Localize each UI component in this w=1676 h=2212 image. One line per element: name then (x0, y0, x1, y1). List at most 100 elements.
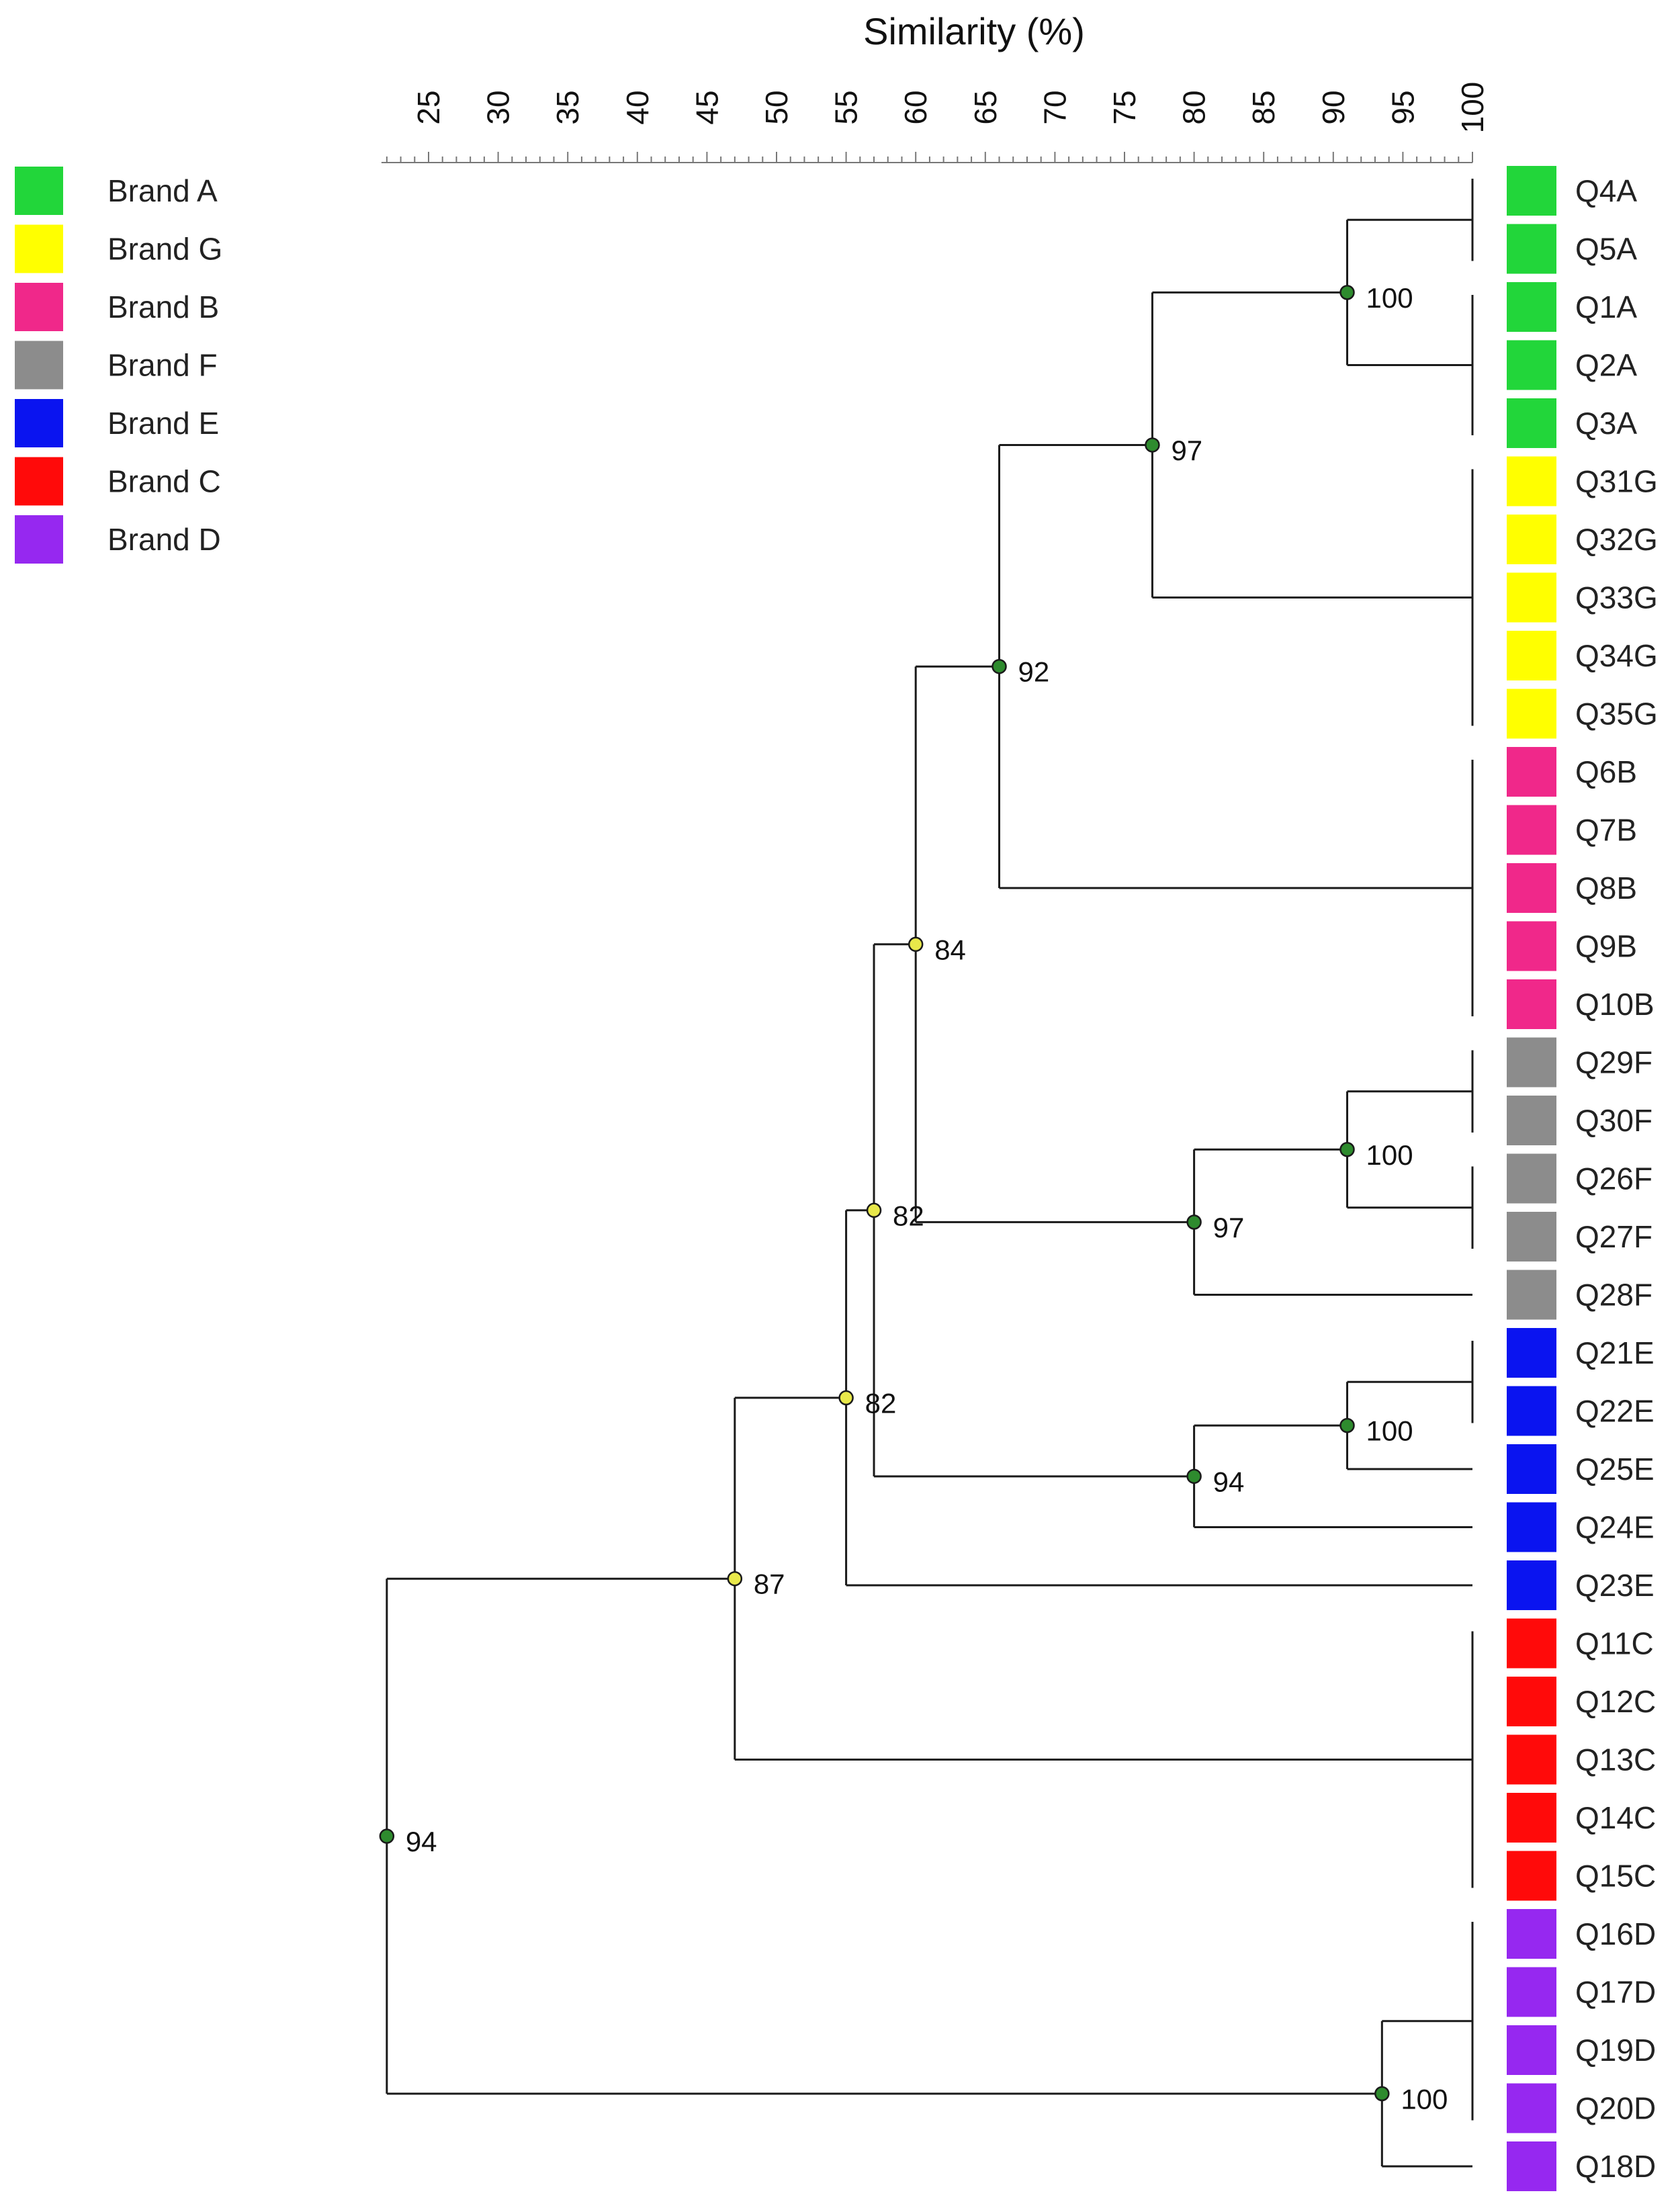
leaf-label: Q22E (1575, 1394, 1655, 1429)
leaf-label: Q12C (1575, 1684, 1656, 1719)
leaf-label: Q17D (1575, 1975, 1656, 2010)
leaf-label: Q1A (1575, 290, 1637, 324)
leaf-label: Q14C (1575, 1800, 1656, 1835)
axis-tick-label: 60 (898, 90, 933, 124)
leaf-label: Q27F (1575, 1219, 1652, 1254)
leaf-label: Q15C (1575, 1859, 1656, 1894)
node-marker (991, 658, 1007, 674)
leaf-label: Q11C (1575, 1626, 1654, 1661)
support-value: 100 (1366, 282, 1413, 314)
leaf-color-box (1507, 2025, 1556, 2075)
leaf-label: Q23E (1575, 1568, 1655, 1603)
axis-tick-label: 90 (1316, 90, 1351, 124)
leaf-color-box (1507, 2141, 1556, 2191)
legend-swatch (15, 167, 63, 215)
node-marker (1186, 1214, 1202, 1230)
leaf-label: Q25E (1575, 1452, 1655, 1487)
axis-tick-label: 85 (1246, 90, 1281, 124)
leaf-color-box (1507, 1153, 1556, 1204)
leaf-label: Q16D (1575, 1916, 1656, 1951)
leaf-color-box (1507, 1851, 1556, 1901)
node-marker (1339, 1417, 1355, 1433)
leaf-color-box (1507, 747, 1556, 797)
leaf-color-box (1507, 1793, 1556, 1843)
leaf-color-box (1507, 340, 1556, 390)
leaf-label: Q7B (1575, 813, 1637, 848)
leaf-label: Q35G (1575, 697, 1658, 732)
leaf-color-box (1507, 921, 1556, 971)
node-marker (908, 936, 924, 953)
leaf-label: Q29F (1575, 1045, 1652, 1080)
support-value: 92 (1018, 656, 1050, 688)
leaf-label: Q34G (1575, 638, 1658, 673)
leaf-color-box (1507, 1270, 1556, 1320)
node-marker (1339, 285, 1355, 300)
leaf-label: Q6B (1575, 754, 1637, 789)
legend-label: Brand C (107, 464, 221, 499)
leaf-color-box (1507, 1502, 1556, 1552)
leaf-label: Q21E (1575, 1335, 1655, 1370)
node-marker (838, 1390, 854, 1406)
leaf-label: Q13C (1575, 1742, 1656, 1777)
leaf-color-box (1507, 456, 1556, 506)
axis-tick-label: 45 (689, 90, 724, 124)
leaf-color-box (1507, 1618, 1556, 1669)
leaf-color-box (1507, 1328, 1556, 1378)
support-value: 100 (1366, 1139, 1413, 1171)
legend-label: Brand A (107, 173, 218, 208)
leaf-label: Q4A (1575, 173, 1637, 208)
node-marker (1145, 437, 1160, 453)
axis-tick-label: 65 (968, 90, 1003, 124)
node-marker (1374, 2086, 1390, 2102)
leaf-color-box (1507, 2083, 1556, 2133)
leaf-label: Q19D (1575, 2033, 1656, 2068)
legend-swatch (15, 515, 63, 564)
axis-tick-label: 25 (411, 90, 446, 124)
leaf-label: Q9B (1575, 929, 1637, 964)
leaf-label: Q32G (1575, 522, 1658, 557)
support-value: 87 (754, 1568, 785, 1600)
leaf-label: Q20D (1575, 2091, 1656, 2126)
node-marker (727, 1570, 743, 1587)
leaf-color-box (1507, 631, 1556, 680)
leaf-color-box (1507, 572, 1556, 623)
legend-label: Brand E (107, 406, 219, 441)
leaf-label: Q33G (1575, 580, 1658, 615)
leaf-label: Q31G (1575, 464, 1658, 499)
leaf-color-box (1507, 1560, 1556, 1610)
leaf-color-box (1507, 398, 1556, 448)
axis-tick-label: 75 (1107, 90, 1142, 124)
leaf-label: Q18D (1575, 2149, 1656, 2184)
leaf-color-box (1507, 1037, 1556, 1088)
legend-label: Brand B (107, 290, 219, 324)
support-value: 100 (1366, 1415, 1413, 1447)
axis-tick-label: 100 (1455, 82, 1490, 134)
support-value: 97 (1213, 1212, 1245, 1243)
node-marker (1186, 1468, 1202, 1485)
leaf-color-box (1507, 1967, 1556, 2017)
leaf-color-box (1507, 689, 1556, 739)
leaf-label: Q8B (1575, 871, 1637, 905)
leaf-label: Q24E (1575, 1510, 1655, 1545)
support-value: 82 (865, 1387, 897, 1419)
leaf-color-box (1507, 166, 1556, 216)
leaf-label: Q5A (1575, 232, 1637, 267)
leaf-color-box (1507, 1386, 1556, 1436)
leaf-color-box (1507, 863, 1556, 913)
legend-label: Brand G (107, 232, 222, 267)
axis-tick-label: 70 (1037, 90, 1072, 124)
node-marker (866, 1202, 882, 1219)
leaf-label: Q3A (1575, 406, 1637, 441)
axis-tick-label: 50 (759, 90, 794, 124)
leaf-color-box (1507, 515, 1556, 564)
leaf-color-box (1507, 1734, 1556, 1785)
axis-tick-label: 80 (1177, 90, 1212, 124)
leaf-label: Q10B (1575, 987, 1655, 1022)
support-value: 97 (1171, 435, 1202, 466)
axis-tick-label: 95 (1385, 90, 1420, 124)
leaf-color-box (1507, 1096, 1556, 1145)
leaf-color-box (1507, 1909, 1556, 1959)
